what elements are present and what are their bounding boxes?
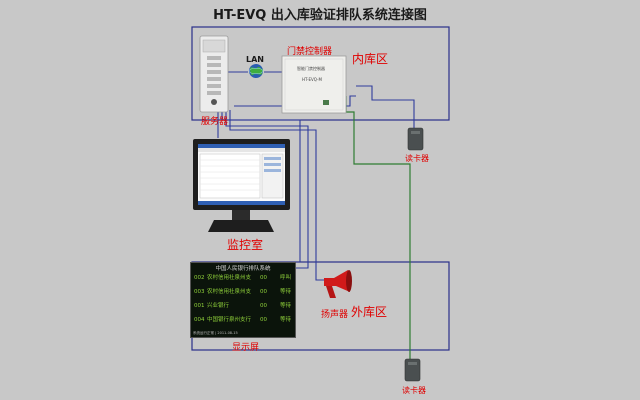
queue-display-screen: 中国人民银行排队系统 002 农村信用社泉州支 00 呼叫 003 农村信用社泉…: [190, 262, 296, 338]
display-row-name: 农村信用社泉州支: [207, 289, 252, 295]
display-row-code: 003: [194, 289, 205, 295]
display-row-status: 等待: [280, 317, 292, 323]
speaker-label: 扬声器: [321, 310, 349, 320]
inner-zone-label: 内库区: [352, 52, 389, 66]
display-row-amount: 00: [260, 289, 267, 295]
monitor-screen-ui: [198, 144, 285, 205]
card-reader-bottom-icon: [404, 358, 421, 382]
monitor-screen: [198, 144, 285, 205]
access-controller-label: 门禁控制器: [287, 47, 333, 57]
display-footer: 系统运行正常 | 2011-08-15: [193, 331, 238, 335]
display-row-code: 001: [194, 303, 205, 309]
monitoring-room-label: 监控室: [227, 238, 264, 252]
display-row-code: 002: [194, 275, 205, 281]
server-to-display-line-b: [225, 112, 309, 269]
server-label: 服务器: [201, 117, 229, 127]
display-row: 001 兴业银行 00 等待: [194, 302, 294, 311]
display-row-amount: 00: [260, 317, 267, 323]
outer-zone-label: 外库区: [351, 305, 388, 319]
display-row-name: 中国银行泉州支行: [207, 317, 252, 323]
display-screen-label: 显示屏: [232, 343, 260, 353]
server-to-speaker-line: [229, 110, 328, 281]
display-row-amount: 00: [260, 303, 267, 309]
card-reader-top-label: 读卡器: [405, 154, 429, 163]
server-tower: [199, 35, 229, 113]
display-row-status: 呼叫: [280, 275, 292, 281]
display-row-name: 兴业银行: [207, 303, 230, 309]
card-reader-top-icon: [407, 127, 424, 151]
reader-wiring: [345, 96, 411, 360]
display-row-name: 农村信用社泉州支: [207, 275, 252, 281]
display-row-code: 004: [194, 317, 205, 323]
inner-zone-box: [191, 26, 450, 121]
access-controller-cabinet: [281, 55, 347, 114]
display-row-status: 等待: [280, 289, 292, 295]
controller-to-reader-top-line: [356, 85, 415, 128]
lan-globe-icon: [248, 64, 264, 78]
diagram-title: HT-EVQ 出入库验证排队系统连接图: [213, 8, 427, 23]
speaker-icon: [324, 270, 352, 298]
display-title: 中国人民银行排队系统: [215, 266, 271, 272]
display-row: 004 中国银行泉州支行 00 等待: [194, 316, 294, 325]
display-row: 002 农村信用社泉州支 00 呼叫: [194, 274, 294, 283]
controller-panel-line1: 智能门禁控制器: [297, 66, 325, 71]
display-row-status: 等待: [280, 303, 292, 309]
card-reader-bottom-label: 读卡器: [402, 386, 426, 395]
display-row: 003 农村信用社泉州支 00 等待: [194, 288, 294, 297]
display-row-amount: 00: [260, 275, 267, 281]
lan-label: LAN: [246, 55, 264, 64]
server-to-display-line-a: [221, 112, 301, 262]
controller-panel-line2: HT-EVQ-M: [302, 77, 322, 82]
